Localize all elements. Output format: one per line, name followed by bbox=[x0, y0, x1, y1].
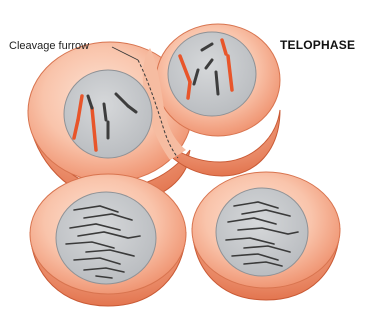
daughter-left-nucleus bbox=[56, 192, 156, 284]
chromosome bbox=[188, 82, 190, 98]
diagram-title: TELOPHASE bbox=[280, 38, 355, 52]
daughter-cell-right bbox=[192, 172, 340, 300]
daughter-cell-left bbox=[30, 174, 186, 306]
chromosome bbox=[104, 104, 106, 120]
cleavage-furrow-label: Cleavage furrow bbox=[9, 40, 89, 52]
left-nucleus bbox=[64, 70, 152, 158]
chromosome bbox=[216, 72, 218, 94]
